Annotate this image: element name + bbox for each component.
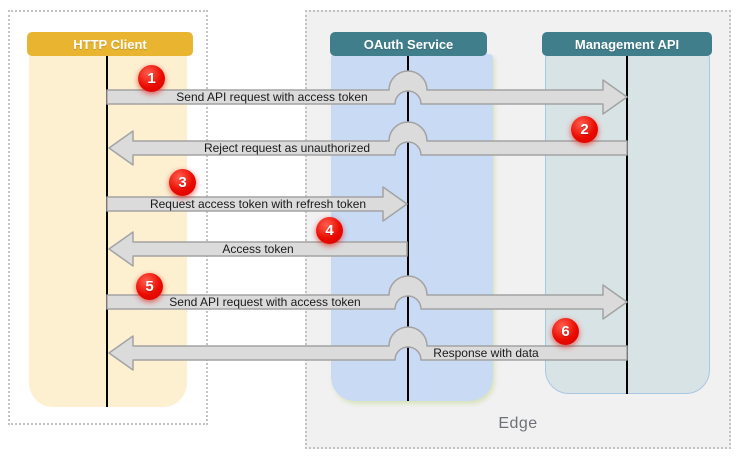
message-label-4: Access token	[222, 242, 294, 256]
lifeline-http-client	[106, 55, 108, 407]
actor-label: OAuth Service	[363, 36, 454, 52]
message-label-6: Response with data	[433, 346, 539, 360]
actor-label: Management API	[574, 36, 680, 52]
message-label-5: Send API request with access token	[169, 295, 361, 309]
message-label-2: Reject request as unauthorized	[203, 141, 371, 155]
step-badge-5: 5	[136, 273, 163, 300]
actor-header-oauth-service: OAuth Service	[330, 32, 487, 56]
step-badge-1: 1	[138, 65, 165, 92]
step-badge-3: 3	[169, 169, 196, 196]
lifeline-management-api	[626, 55, 628, 394]
actor-header-management-api: Management API	[542, 32, 712, 56]
edge-region-label: Edge	[498, 415, 538, 432]
message-label-1: Send API request with access token	[176, 90, 368, 104]
lane-http-client	[29, 54, 187, 407]
step-badge-4: 4	[316, 217, 343, 244]
actor-header-http-client: HTTP Client	[27, 32, 193, 56]
actor-label: HTTP Client	[73, 36, 147, 52]
message-label-3: Request access token with refresh token	[149, 197, 367, 211]
lifeline-oauth-service	[407, 55, 409, 401]
step-badge-2: 2	[571, 116, 598, 143]
step-badge-6: 6	[552, 318, 579, 345]
